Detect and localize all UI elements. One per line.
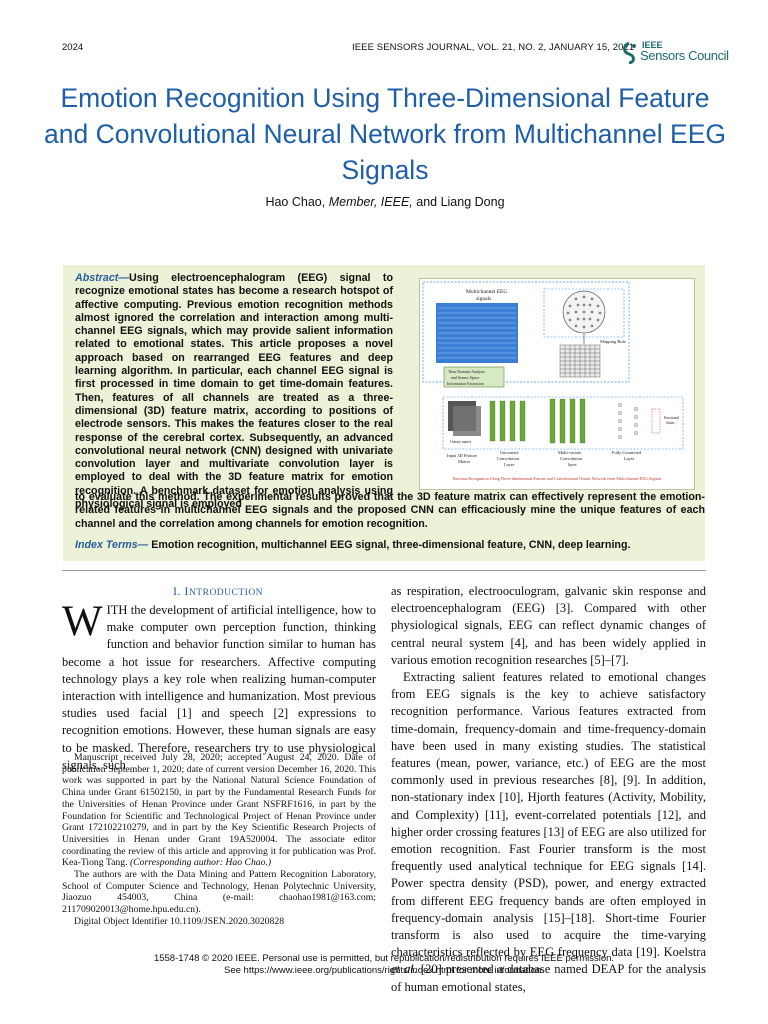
fig-label-emotional: Emotional xyxy=(664,416,679,420)
time-domain-box xyxy=(443,366,505,388)
divider xyxy=(62,570,706,571)
copyright-line-1: 1558-1748 © 2020 IEEE. Personal use is p… xyxy=(153,953,615,964)
fig-label-input: Input 3D Feature xyxy=(447,453,477,458)
author-2: and Liang Dong xyxy=(416,195,505,209)
multivariate-conv-icon xyxy=(549,398,586,444)
section-heading: I. INTRODUCTION xyxy=(62,584,374,599)
fig-label-time-3: Information Extraction xyxy=(447,381,484,386)
index-terms-label: Index Terms xyxy=(75,539,138,551)
abstract-label: Abstract xyxy=(75,272,119,284)
copyright-notice: 1558-1748 © 2020 IEEE. Personal use is p… xyxy=(40,953,728,977)
footnote-affiliation: The authors are with the Data Mining and… xyxy=(62,869,376,916)
intro-paragraph-1-text: ITH the development of artificial intell… xyxy=(62,603,376,772)
intro-paragraph-3-text-b: . [20] presented a database named DEAP f… xyxy=(391,962,706,994)
abstract-text-continued: to evaluate this method. The experimenta… xyxy=(75,491,705,530)
intro-paragraph-2: as respiration, electrooculogram, galvan… xyxy=(391,584,706,667)
graphical-abstract-figure: Multichannel EEG signals Time Domain Ana… xyxy=(419,278,695,490)
fig-label-input-2: Matrix xyxy=(458,459,471,464)
journal-header: IEEE SENSORS JOURNAL, VOL. 21, NO. 2, JA… xyxy=(352,42,635,53)
footnote-corresponding: (Corresponding author: Hao Chao.) xyxy=(127,857,272,869)
fig-label-fc: Fully Connected xyxy=(612,450,642,455)
index-terms-body: Emotion recognition, multichannel EEG si… xyxy=(148,539,631,551)
right-column: as respiration, electrooculogram, galvan… xyxy=(391,583,706,996)
figure-diagram: Multichannel EEG signals Time Domain Ana… xyxy=(422,281,684,467)
index-terms-dash: — xyxy=(137,539,149,551)
author-line: Hao Chao, Member, IEEE, and Liang Dong xyxy=(40,195,730,209)
figure-caption: Emotion Recognition Using Three-dimensio… xyxy=(452,476,662,481)
fig-label-emotional-2: States xyxy=(666,421,675,425)
author-1-role: Member, IEEE, xyxy=(328,195,413,209)
author-1: Hao Chao, xyxy=(265,195,326,209)
fully-connected-icon xyxy=(617,402,639,440)
fig-label-uni: Univariate xyxy=(500,450,519,455)
index-terms: Index Terms— Emotion recognition, multic… xyxy=(75,539,705,551)
fig-label-time-2: and Sensor Space xyxy=(451,375,479,380)
dropcap: W xyxy=(62,598,103,645)
footnote-manuscript: Manuscript received July 28, 2020; accep… xyxy=(62,752,376,869)
fig-label-time: Time Domain Analysis xyxy=(448,369,485,374)
section-title-rest: NTRODUCTION xyxy=(188,588,264,598)
fig-label-uni-3: Layer xyxy=(504,462,515,467)
abstract-dash: — xyxy=(118,272,130,284)
fig-label-uni-2: Convolution xyxy=(497,456,520,461)
section-numeral: I. I xyxy=(172,584,189,598)
abstract-body: Using electroencephalogram (EEG) signal … xyxy=(75,272,393,511)
fig-label-eeg: Multichannel EEG xyxy=(466,289,507,295)
intro-paragraph-3: Extracting salient features related to e… xyxy=(391,669,706,996)
footnote-doi: Digital Object Identifier 10.1109/JSEN.2… xyxy=(74,915,285,927)
mapping-grid-icon xyxy=(559,344,601,378)
sensors-council-icon xyxy=(623,42,636,64)
footnote-manuscript-text: Manuscript received July 28, 2020; accep… xyxy=(62,752,376,869)
fig-label-multi-3: layer xyxy=(568,462,577,467)
fig-label-multi: Multi-variate xyxy=(558,450,581,455)
abstract-text: Abstract—Using electroencephalogram (EEG… xyxy=(75,272,393,511)
univariate-conv-icon xyxy=(489,400,526,442)
page-number: 2024 xyxy=(62,42,84,53)
fig-label-eeg-2: signals xyxy=(476,296,491,302)
intro-paragraph-3-italic: et al xyxy=(391,962,414,977)
logo-council-text: Sensors Council xyxy=(640,48,729,63)
logo-ieee-text: IEEE xyxy=(642,40,663,50)
footnote: Manuscript received July 28, 2020; accep… xyxy=(62,752,376,928)
copyright-line-2: See https://www.ieee.org/publications/ri… xyxy=(224,965,544,976)
fig-label-unitary: Unitary matrix xyxy=(450,440,471,444)
fig-label-multi-2: Convolution xyxy=(560,456,583,461)
fig-label-fc-2: Layer xyxy=(624,456,635,461)
intro-paragraph-3-text-a: Extracting salient features related to e… xyxy=(391,670,706,960)
sensors-council-logo: IEEE Sensors Council xyxy=(620,40,729,68)
paper-title: Emotion Recognition Using Three-Dimensio… xyxy=(44,83,726,185)
fig-label-mapping: Mapping Rule xyxy=(600,339,626,344)
